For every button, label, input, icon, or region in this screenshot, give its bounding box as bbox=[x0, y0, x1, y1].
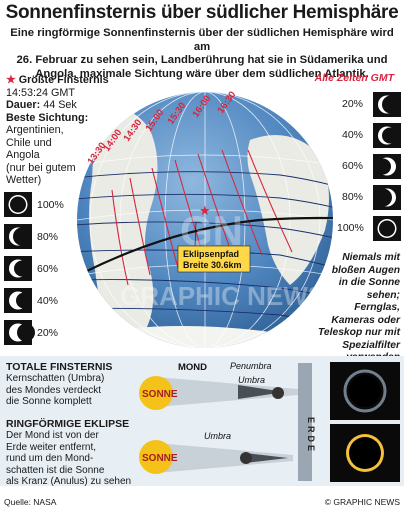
greatest-label: Größte Finsternis bbox=[18, 74, 109, 86]
safety-note-line: Teleskop nur mit bbox=[317, 327, 400, 338]
moon-icon bbox=[240, 452, 252, 464]
greatest-eclipse-star-icon: ★ bbox=[199, 203, 211, 218]
sun-icon bbox=[139, 376, 173, 410]
duration-value: 44 Sek bbox=[43, 99, 77, 111]
path-label-box bbox=[177, 245, 251, 273]
left-pct: 60% bbox=[37, 263, 59, 275]
left-pct: 40% bbox=[37, 295, 59, 307]
shadow-diagram: ERDE SONNE MOND Penumbra Umbra SONNE Umb… bbox=[139, 361, 316, 481]
right-pct: 40% bbox=[342, 129, 364, 141]
annular-eclipse-text: RINGFÖRMIGE EKLIPSE Der Mond ist von der… bbox=[6, 418, 134, 488]
duration-label: Dauer: bbox=[6, 99, 41, 111]
safety-note: Niemals mit bloßen Augen in die Sonne se… bbox=[288, 252, 400, 365]
greatest-time: 14:53:24 GMT bbox=[6, 86, 76, 99]
moon-label: MOND bbox=[178, 362, 207, 373]
subtitle: Eine ringförmige Sonnenfinsternis über d… bbox=[4, 27, 400, 81]
africa-landmass bbox=[247, 135, 329, 285]
best-view-line: Argentinien, bbox=[6, 124, 64, 136]
best-view-line: Wetter) bbox=[6, 174, 42, 186]
left-pct: 20% bbox=[37, 327, 59, 339]
umbra-cone bbox=[238, 385, 278, 399]
path-label-line: Eklipsenpfad bbox=[183, 249, 239, 259]
annular-line: als Kranz (Anulus) zu sehen bbox=[6, 476, 132, 488]
moon-icon bbox=[272, 387, 284, 399]
penumbra-beam bbox=[156, 377, 298, 407]
total-eclipse-text: TOTALE FINSTERNIS Kernschatten (Umbra) d… bbox=[6, 361, 124, 408]
source-credit: Quelle: NASA bbox=[4, 497, 57, 507]
greatest-eclipse-info: ★ Größte Finsternis 14:53:24 GMT Dauer: … bbox=[6, 74, 116, 187]
subtitle-line: Angola, maximale Sichtung wäre über dem … bbox=[35, 67, 369, 80]
safety-note-line: bloßen Augen bbox=[331, 264, 400, 276]
safety-note-line: Kameras oder bbox=[331, 314, 400, 326]
best-view-line: (nur bei gutem bbox=[6, 161, 76, 174]
right-pct: 60% bbox=[342, 160, 364, 172]
best-view-line: Angola bbox=[6, 149, 40, 161]
annular-line: schatten ist die Sonne bbox=[6, 464, 105, 476]
safety-note-line: sehen; bbox=[366, 289, 400, 301]
best-view-label: Beste Sichtung: bbox=[6, 111, 89, 124]
earth-bar bbox=[298, 363, 312, 481]
annular-heading: RINGFÖRMIGE EKLIPSE bbox=[6, 418, 130, 430]
annular-line: Der Mond ist von der bbox=[6, 430, 99, 441]
subtitle-line: 26. Februar zu sehen sein, Landberührung… bbox=[16, 54, 388, 66]
total-line: Kernschatten (Umbra) bbox=[6, 373, 105, 384]
antarctica-landmass bbox=[95, 326, 280, 348]
star-icon: ★ bbox=[6, 74, 16, 86]
eclipse-globe-map: GRAPHIC NEWS GN 13:30 14:00 14:30 15:00 … bbox=[77, 89, 333, 348]
left-pct: 80% bbox=[37, 231, 59, 243]
subtitle-line: Eine ringförmige Sonnenfinsternis über d… bbox=[10, 27, 394, 53]
annular-line: rund um den Mond- bbox=[6, 453, 94, 465]
page-title: Sonnenfinsternis über südlicher Hemisphä… bbox=[5, 2, 399, 23]
right-pct: 100% bbox=[337, 222, 364, 234]
copyright-credit: © GRAPHIC NEWS bbox=[324, 497, 400, 507]
umbra-label: Umbra bbox=[238, 375, 265, 385]
best-view-line: Chile und bbox=[6, 136, 52, 149]
total-heading: TOTALE FINSTERNIS bbox=[6, 361, 113, 373]
eclipse-central-path bbox=[77, 216, 333, 286]
left-pct: 100% bbox=[37, 199, 64, 211]
umbra-label: Umbra bbox=[204, 431, 231, 441]
watermark-text: GRAPHIC NEWS bbox=[120, 281, 325, 311]
total-line: des Mondes verdeckt bbox=[6, 384, 102, 396]
right-pct: 80% bbox=[342, 191, 364, 203]
earth-label: ERDE bbox=[306, 417, 316, 454]
penumbra-label: Penumbra bbox=[230, 361, 272, 371]
total-line: die Sonne komplett bbox=[6, 396, 92, 408]
penumbra-beam bbox=[156, 443, 293, 473]
sun-icon bbox=[139, 440, 173, 474]
annular-line: Erde weiter entfernt, bbox=[6, 441, 97, 453]
south-america-landmass bbox=[89, 107, 158, 348]
safety-note-line: Fernglas, bbox=[354, 302, 400, 313]
safety-note-line: in die Sonne bbox=[338, 277, 400, 288]
right-phase-scale bbox=[373, 92, 401, 241]
sun-label: SONNE bbox=[142, 389, 178, 400]
left-phase-scale bbox=[4, 192, 35, 345]
sun-label: SONNE bbox=[142, 453, 178, 464]
safety-note-line: Niemals mit bbox=[342, 252, 400, 263]
umbra-cone bbox=[246, 453, 288, 463]
all-times-gmt: Alle Zeiten GMT bbox=[314, 72, 394, 84]
right-pct: 20% bbox=[342, 98, 364, 110]
eclipse-photos bbox=[330, 362, 400, 482]
path-label-line: Breite 30.6km bbox=[183, 260, 242, 270]
